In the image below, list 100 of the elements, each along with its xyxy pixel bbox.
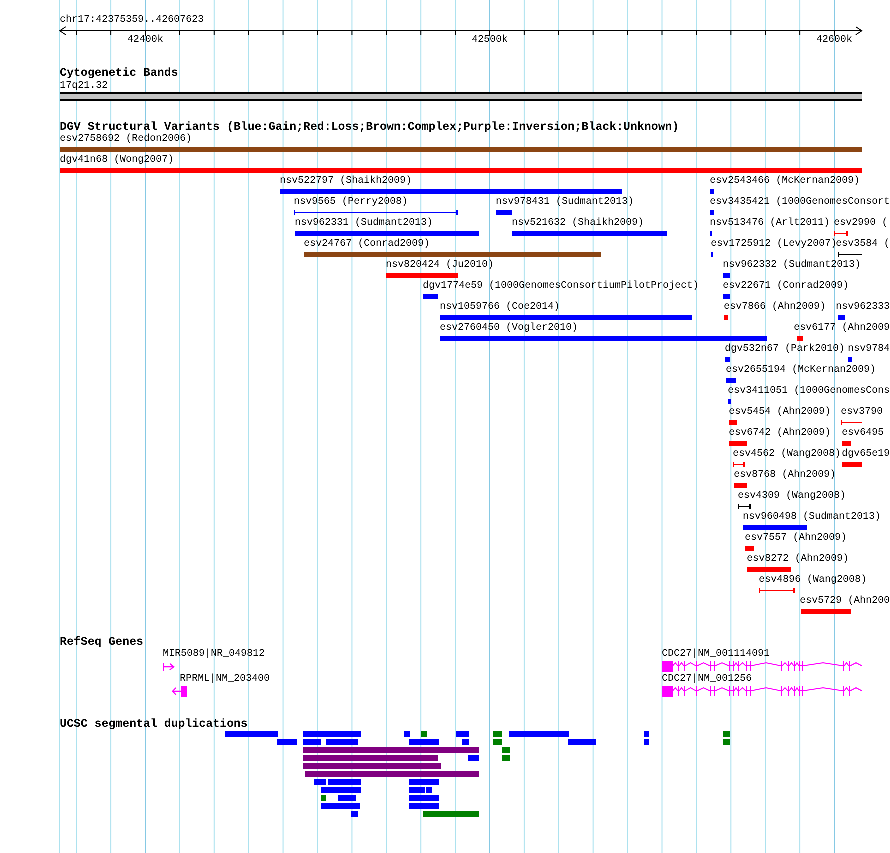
segmental-duplication-bar — [321, 787, 361, 793]
cytoband-feature — [60, 81, 862, 101]
feature-label: esv3411051 (1000GenomesCons — [728, 386, 890, 397]
segmental-duplication-bar — [502, 755, 510, 761]
feature-label: nsv9784 — [848, 344, 890, 355]
variant-feature — [745, 533, 848, 551]
feature-label: nsv9565 (Perry2008) — [294, 197, 408, 208]
gene-feature — [163, 649, 266, 672]
feature-label: nsv960498 (Sudmant2013) — [743, 512, 882, 523]
feature-label: esv8768 (Ahn2009) — [734, 470, 836, 481]
segmental-duplication-bar — [456, 731, 469, 737]
gene-feature — [172, 674, 270, 697]
segmental-duplication-bar — [723, 739, 730, 745]
track-title: DGV Structural Variants (Blue:Gain;Red:Loss;Brown:Complex;Purple:Inversion;Black:Unknown) — [60, 121, 680, 134]
variant-feature — [747, 554, 850, 572]
feature-label: nsv962333 — [836, 302, 890, 313]
feature-label: esv4562 (Wang2008) — [733, 449, 842, 460]
segmental-duplication-bar — [303, 739, 321, 745]
segmental-duplication-bar — [409, 795, 439, 801]
variant-feature — [295, 218, 479, 236]
variant-feature — [710, 176, 860, 194]
segmental-duplication-bar — [462, 739, 469, 745]
segmental-duplication-bar — [409, 779, 439, 785]
variant-feature — [304, 239, 601, 257]
variant-feature — [496, 197, 634, 215]
feature-label: nsv521632 (Shaikh2009) — [512, 218, 644, 229]
variant-feature — [723, 260, 862, 278]
feature-label: nsv962332 (Sudmant2013) — [723, 260, 862, 271]
feature-label: nsv1059766 (Coe2014) — [440, 302, 560, 313]
segmental-duplication-bar — [493, 731, 502, 737]
segmental-duplication-bar — [409, 787, 425, 793]
feature-label: esv3790 — [841, 407, 884, 418]
feature-label: esv7557 (Ahn2009) — [745, 533, 848, 544]
segmental-duplication-bar — [303, 755, 438, 761]
variant-feature — [723, 281, 850, 299]
feature-label: esv3584 ( — [836, 239, 890, 250]
feature-label: dgv1774e59 (1000GenomesConsortiumPilotProject) — [423, 281, 700, 292]
segmental-duplication-bar — [426, 787, 432, 793]
segmental-duplication-bar — [225, 731, 278, 737]
variant-feature — [386, 260, 494, 278]
feature-label: esv24767 (Conrad2009) — [304, 239, 430, 250]
feature-label: esv22671 (Conrad2009) — [723, 281, 850, 292]
gene-label: CDC27|NM_001114091 — [662, 649, 770, 660]
variant-feature — [743, 512, 882, 530]
feature-label: esv4309 (Wang2008) — [738, 491, 846, 502]
segmental-duplication-bar — [493, 739, 502, 745]
segmental-duplication-bar — [321, 795, 326, 801]
segmental-duplication-bar — [338, 795, 356, 801]
gene-label: RPRML|NM_203400 — [180, 674, 270, 685]
variant-feature — [294, 197, 458, 215]
feature-label: esv8272 (Ahn2009) — [747, 554, 850, 565]
variant-feature — [841, 407, 884, 425]
feature-label: esv5454 (Ahn2009) — [729, 407, 832, 418]
tick-label: 42500k — [472, 35, 508, 46]
segmental-duplication-bar — [277, 739, 297, 745]
feature-label: esv2760450 (Vogler2010) — [440, 323, 578, 334]
segmental-duplication-bar — [568, 739, 596, 745]
feature-label: nsv820424 (Ju2010) — [386, 260, 494, 271]
segmental-duplication-bar — [644, 739, 649, 745]
feature-label: esv5729 (Ahn200 — [800, 596, 890, 607]
segmental-duplication-bar — [644, 731, 649, 737]
segmental-duplication-bar — [509, 731, 569, 737]
variant-feature — [60, 134, 862, 152]
segmental-duplication-bar — [502, 747, 510, 753]
track-title: Cytogenetic Bands — [60, 67, 178, 80]
segmental-duplication-bar — [409, 739, 439, 745]
track-title: RefSeq Genes — [60, 636, 144, 649]
segmental-duplication-bar — [328, 779, 361, 785]
variant-feature — [728, 386, 890, 404]
gene-feature — [662, 674, 862, 697]
band-label: 17q21.32 — [60, 81, 108, 92]
feature-label: nsv522797 (Shaikh2009) — [280, 176, 412, 187]
variant-feature — [423, 281, 700, 299]
variant-feature — [711, 239, 838, 257]
variant-feature — [848, 344, 890, 362]
feature-label: dgv41n68 (Wong2007) — [60, 155, 174, 166]
segmental-duplication-bar — [421, 731, 427, 737]
segmental-duplication-bar — [321, 803, 360, 809]
variant-feature — [734, 470, 836, 488]
locus-label: chr17:42375359..42607623 — [60, 15, 204, 26]
segmental-duplication-bar — [351, 811, 358, 817]
variant-feature — [60, 155, 862, 173]
feature-label: nsv513476 (Arlt2011) — [710, 218, 830, 229]
feature-label: esv2655194 (McKernan2009) — [726, 365, 876, 376]
feature-label: esv6495 — [842, 428, 884, 439]
segmental-duplication-bar — [305, 771, 479, 777]
variant-feature — [440, 302, 692, 320]
feature-label: esv4896 (Wang2008) — [759, 575, 868, 586]
segmental-duplication-bar — [314, 779, 326, 785]
variant-feature — [836, 302, 890, 320]
feature-label: esv1725912 (Levy2007) — [711, 239, 838, 250]
feature-label: esv3435421 (1000GenomesConsort — [710, 197, 890, 208]
variant-feature — [280, 176, 622, 194]
variant-feature — [738, 491, 846, 509]
feature-label: esv7866 (Ahn2009) — [724, 302, 826, 313]
feature-label: esv2990 ( — [834, 218, 888, 229]
feature-label: esv2758692 (Redon2006) — [60, 134, 192, 145]
feature-label: dgv532n67 (Park2010) — [725, 344, 846, 355]
variant-feature — [729, 428, 832, 446]
feature-label: nsv978431 (Sudmant2013) — [496, 197, 634, 208]
